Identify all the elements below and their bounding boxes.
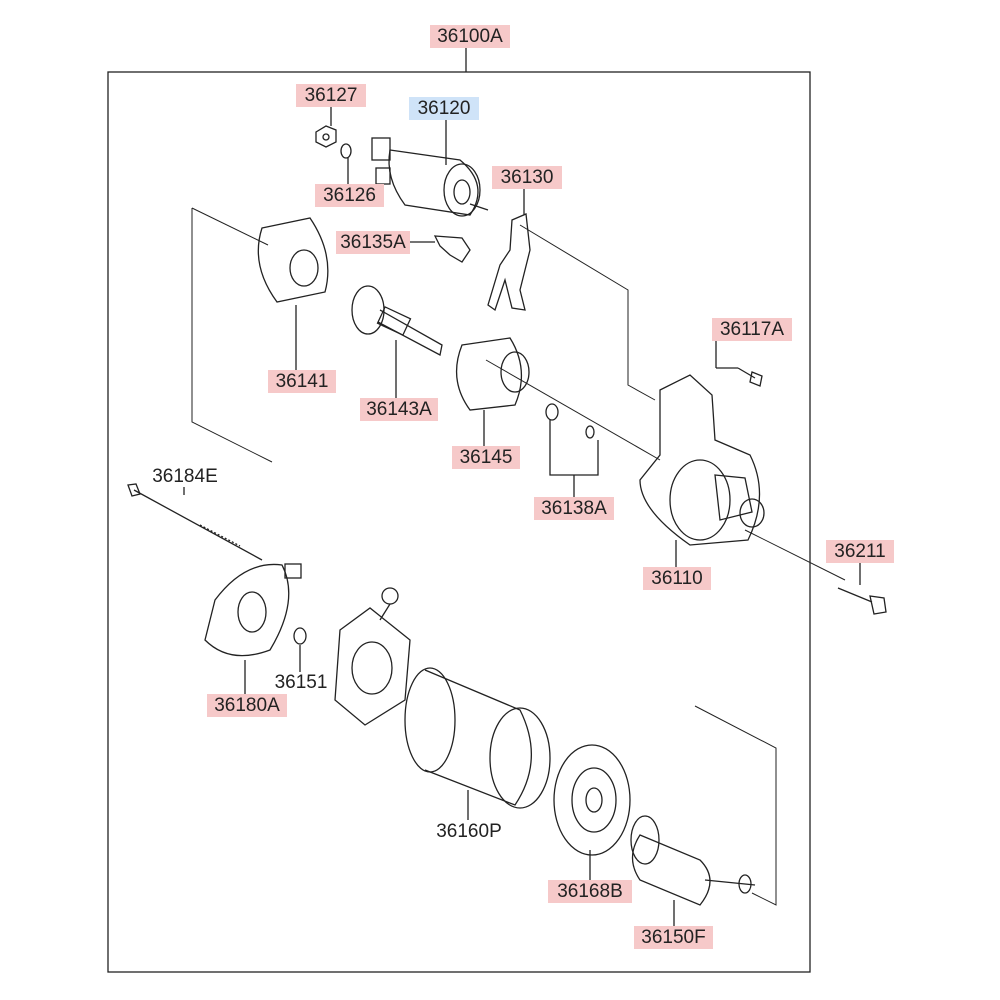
part-label-36141[interactable]: 36141 [268,370,336,393]
part-label-36127[interactable]: 36127 [296,84,366,107]
part-36145-clutch-gear [456,337,530,411]
leader-lines [183,48,861,926]
part-label-36211[interactable]: 36211 [826,540,894,563]
assembly-frame [107,71,811,973]
axis-guide-lines [191,207,846,906]
part-label-36143A[interactable]: 36143A [360,398,438,421]
part-36135A-spring [433,235,471,263]
part-label-36180A[interactable]: 36180A [207,694,287,717]
part-36117A-screw [737,367,763,387]
part-36184E-through-bolt [127,483,263,561]
part-36120-solenoid [371,137,489,217]
part-36110-front-housing [639,374,765,546]
part-label-36168B[interactable]: 36168B [548,880,632,903]
part-36141-gear-housing [257,217,329,303]
part-label-36145[interactable]: 36145 [452,446,520,469]
part-36168B-magnet-ring [553,744,631,856]
part-label-36110[interactable]: 36110 [643,567,711,590]
part-label-36135A[interactable]: 36135A [336,231,410,254]
part-36160P-brush-holder [334,587,411,726]
part-36143A-shaft [351,285,443,356]
part-label-36130[interactable]: 36130 [492,166,562,189]
part-36138A-stop-rings [545,403,595,439]
part-36160P-yoke [404,667,551,809]
part-36150F-armature [630,815,756,906]
part-label-36117A[interactable]: 36117A [712,318,792,341]
part-label-36126[interactable]: 36126 [315,184,384,207]
part-36180A-rear-cover [204,563,302,657]
part-label-36150F[interactable]: 36150F [634,926,713,949]
part-label-36160P[interactable]: 36160P [436,821,502,842]
part-36130-lever [487,213,531,312]
part-36151-washer [293,627,307,645]
part-label-36184E[interactable]: 36184E [152,466,218,487]
part-label-36151[interactable]: 36151 [274,672,328,693]
part-36127-nut [315,125,337,148]
part-label-36138A[interactable]: 36138A [534,497,614,520]
assembly-label-36100A[interactable]: 36100A [430,25,510,48]
part-label-36120[interactable]: 36120 [409,97,479,120]
part-36126-washer [340,143,352,159]
part-36211-bolt [837,587,887,615]
